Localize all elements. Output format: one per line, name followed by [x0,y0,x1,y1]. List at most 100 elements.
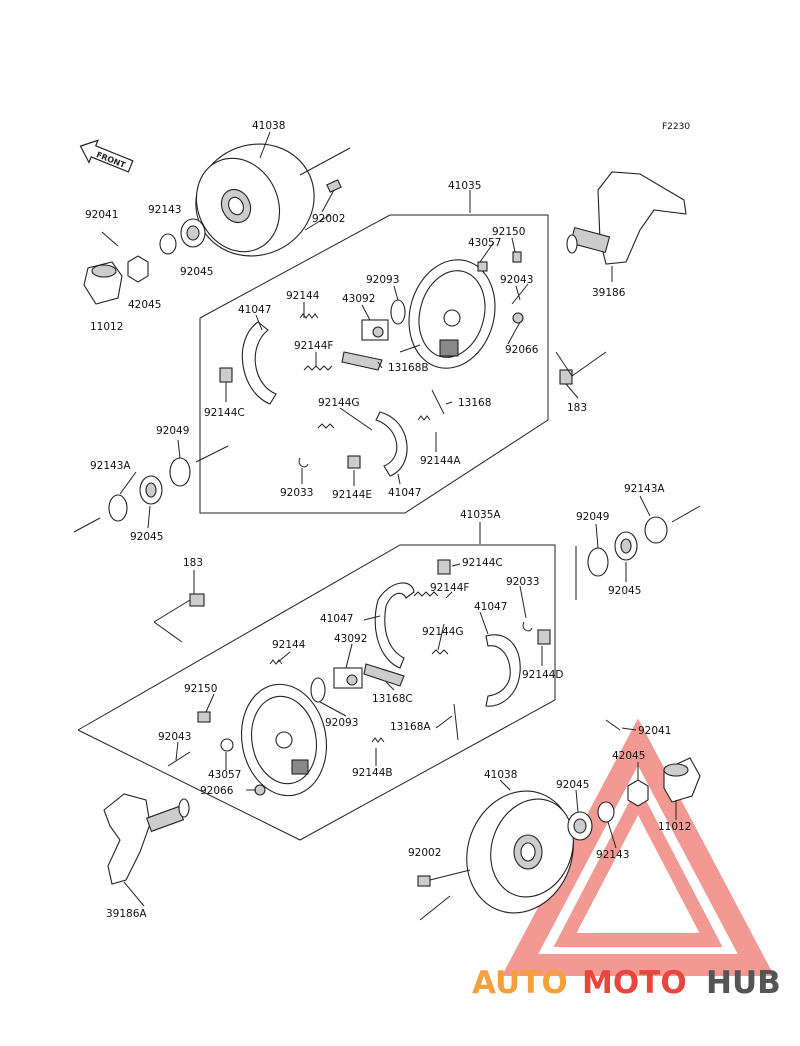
label-183-mid: 183 [183,557,203,569]
label-92144F-top: 92144F [294,340,333,352]
castle-nut-top [127,255,149,283]
label-42045-bottom: 42045 [612,750,645,762]
bolt-183-top [555,351,607,385]
label-92144G-top: 92144G [318,397,360,409]
plug-43057-top [477,261,488,272]
label-13168A: 13168A [390,721,431,733]
label-41035A: 41035A [460,509,501,521]
spring-92144-bottom [269,659,283,665]
bolt-92150-bottom [197,711,211,723]
spring-92144-top [299,313,319,319]
backing-plate-bottom [240,683,328,797]
label-11012-top: 11012 [90,321,123,333]
label-92150-top: 92150 [492,226,525,238]
label-41047-bottom-b: 41047 [474,601,507,613]
label-92144-top: 92144 [286,290,320,302]
label-92150-bottom: 92150 [184,683,217,695]
gasket-92093-bottom [310,677,326,703]
link-13168 [431,389,445,415]
label-11012-bottom: 11012 [658,821,691,833]
label-92143-top: 92143 [148,204,181,216]
label-41035-top: 41035 [448,180,481,192]
label-92143-bottom: 92143 [596,849,629,861]
knuckle-39186A [103,793,190,885]
label-92002-bottom: 92002 [408,847,441,859]
bolt-92002-top [321,179,342,213]
bearing-92045-bottom [567,811,593,841]
bearing-92045-top [180,218,206,248]
bolt-183-mid [153,593,205,643]
castle-nut-bottom [627,779,649,807]
backing-plate-top [408,259,496,369]
nut-92066-bottom [254,784,266,796]
label-41047-top-a: 41047 [238,304,271,316]
retainer-92144C-top [219,367,233,383]
part-labels: 41038 41035 92041 92143 92045 42045 1101… [85,120,691,920]
bearing-set-left [73,445,229,533]
hub-cap-top [83,261,123,305]
spring-92144F-bottom [413,591,439,597]
brake-shoe-bottom-b [485,634,521,707]
label-92045-right: 92045 [608,585,641,597]
label-92144F-bottom: 92144F [430,582,469,594]
label-92144E: 92144E [332,489,372,501]
label-92045-left: 92045 [130,531,163,543]
label-41038-bottom: 41038 [484,769,517,781]
bearing-set-right [575,505,701,600]
label-92043-bottom: 92043 [158,731,191,743]
label-39186A: 39186A [106,908,147,920]
lever-13168C [363,663,405,687]
spring-92144G-bottom [431,649,449,655]
label-92143A-left: 92143A [90,460,131,472]
label-183-top: 183 [567,402,587,414]
label-92033-bottom: 92033 [506,576,539,588]
label-13168B: 13168B [388,362,429,374]
spring-92144A [417,415,431,421]
label-92144B: 92144B [352,767,393,779]
label-92144G-bottom: 92144G [422,626,464,638]
label-43092-top: 43092 [342,293,375,305]
hub-cap-bottom [663,757,701,803]
wheel-cylinder-bottom [333,667,363,689]
top-assembly-frame [199,214,549,514]
link-13168A [453,703,459,741]
label-92041-top: 92041 [85,209,118,221]
label-92002-top: 92002 [312,213,345,225]
brake-shoe-top-b [375,411,408,477]
label-39186: 39186 [592,287,626,299]
retainer-92144E [347,455,361,469]
label-92045-top: 92045 [180,266,213,278]
label-41047-top-b: 41047 [388,487,421,499]
knuckle-39186 [566,171,687,265]
label-42045-top: 42045 [128,299,161,311]
label-41038-top: 41038 [252,120,285,132]
bottom-assembly-frame [77,544,556,841]
lever-13168B [341,351,383,371]
wheel-cylinder-top [361,319,389,341]
label-92049-left: 92049 [156,425,189,437]
spacer-92143-bottom [597,801,615,823]
gasket-92093-top [390,299,406,325]
label-92041-bottom: 92041 [638,725,671,737]
clip-92033-top [298,457,309,468]
label-92049-right: 92049 [576,511,609,523]
label-43057-top: 43057 [468,237,501,249]
spring-92144F-top [303,365,333,371]
retainer-92144D [537,629,551,645]
brake-drum-bottom [466,790,574,914]
label-92045-bottom: 92045 [556,779,589,791]
brake-shoe-bottom-a [374,582,415,669]
label-43092-bottom: 43092 [334,633,367,645]
watermark-hub: HUB [706,965,781,1001]
label-92144A: 92144A [420,455,461,467]
label-92093-top: 92093 [366,274,399,286]
spring-92144B [371,737,385,743]
label-13168: 13168 [458,397,491,409]
front-arrow-icon: FRONT [79,139,134,173]
label-43057-bottom: 43057 [208,769,241,781]
brake-shoe-top-a [241,321,277,405]
label-92144-bottom: 92144 [272,639,306,651]
label-92033-top: 92033 [280,487,313,499]
label-92143A-right: 92143A [624,483,665,495]
